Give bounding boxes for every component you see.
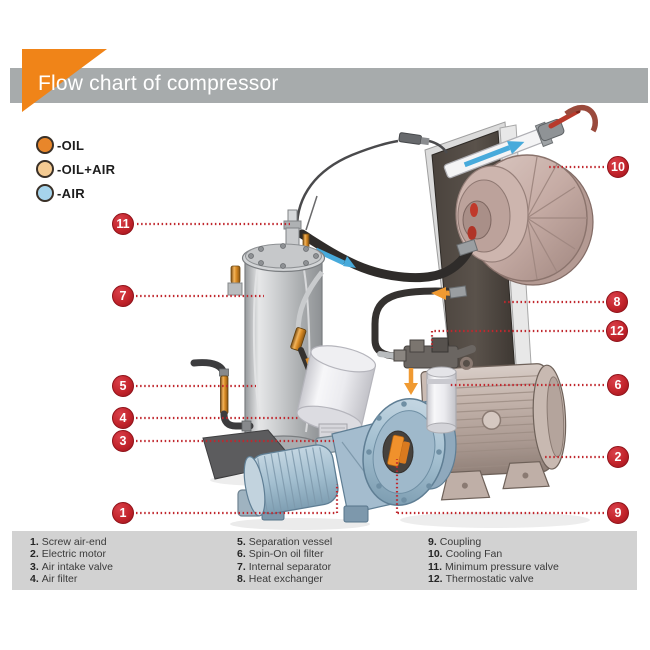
part-item: 8.Heat exchanger [237,573,323,586]
callout-1: 1 [112,502,134,524]
part-item: 2.Electric motor [30,548,106,561]
callout-12: 12 [606,320,628,342]
lifting-eye [459,356,473,370]
oil-down-arrow [404,368,418,395]
red-hose [564,104,598,133]
callout-10: 10 [607,156,629,178]
parts-list-panel: 1.Screw air-end 2.Electric motor 3.Air i… [12,531,637,590]
control-cable [295,132,449,229]
legend-item-oil-air: -OIL+AIR [36,157,115,181]
part-item: 4.Air filter [30,573,78,586]
air-flow-arrow [463,145,511,168]
part-item: 1.Screw air-end [30,536,107,548]
oil-color-dot [36,136,54,154]
part-item: 11.Minimum pressure valve [428,560,559,573]
electric-motor [420,356,567,501]
oil-return-pipe [190,359,254,432]
coupling [387,434,410,467]
page-title: Flow chart of compressor [38,72,279,95]
fan-hub-accent [470,203,478,217]
legend-item-oil: -OIL [36,133,115,157]
callout-6: 6 [607,374,629,396]
title-bar [10,68,648,103]
callout-2: 2 [607,446,629,468]
cooling-fan [455,154,594,286]
part-item: 9.Coupling [428,536,482,548]
part-item: 12.Thermostatic valve [428,573,534,586]
parts-column-2: 5.Separation vessel 6.Spin-On oil filter… [237,536,332,586]
callout-11: 11 [112,213,134,235]
parts-column-3: 9.Coupling 10.Cooling Fan 11.Minimum pre… [428,536,559,586]
flow-color-legend: -OIL -OIL+AIR -AIR [36,133,115,205]
callout-leader-lines [136,165,604,515]
callout-3: 3 [112,430,134,452]
parts-column-1: 1.Screw air-end 2.Electric motor 3.Air i… [30,536,113,586]
legend-label: -OIL [57,137,85,153]
air-outlet-pipe [443,104,598,179]
legend-label: -OIL+AIR [57,161,116,177]
callout-7: 7 [112,285,134,307]
oil-air-color-dot [36,160,54,178]
flange-bolts [248,243,319,269]
legend-item-air: -AIR [36,181,115,205]
motor-nameplate [481,410,502,430]
part-item: 7.Internal separator [237,560,332,573]
callout-5: 5 [112,375,134,397]
part-item: 6.Spin-On oil filter [237,548,324,561]
thermostatic-valve [377,337,476,369]
callout-8: 8 [606,291,628,313]
callout-9: 9 [607,502,629,524]
part-item: 3.Air intake valve [30,560,113,573]
callout-4: 4 [112,407,134,429]
legend-label: -AIR [57,185,85,201]
valve-red-lever [548,108,581,129]
spin-on-oil-filter [426,366,457,434]
part-item: 5.Separation vessel [237,536,333,548]
part-item: 10.Cooling Fan [428,548,503,561]
air-color-dot [36,184,54,202]
